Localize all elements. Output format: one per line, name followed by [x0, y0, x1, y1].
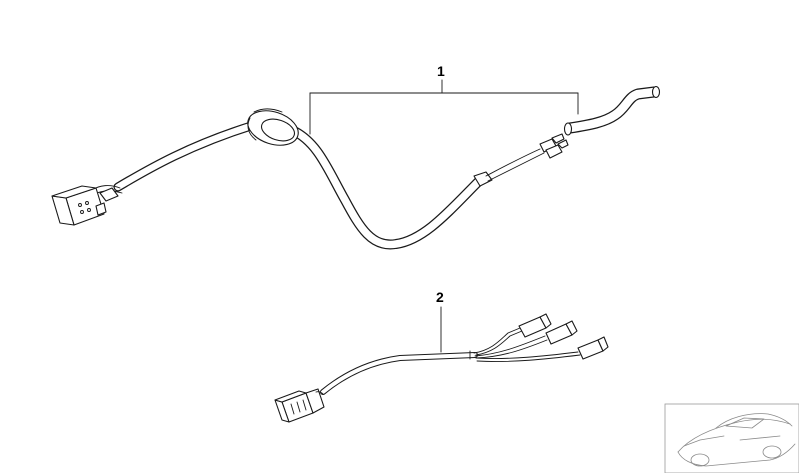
car-silhouette-icon	[677, 413, 796, 467]
part-2-terminal-lower	[577, 336, 609, 360]
part-2-branch-leads	[473, 327, 581, 362]
vehicle-thumbnail[interactable]	[664, 403, 799, 473]
part-1-thin-wires	[485, 148, 545, 182]
part-1-terminals	[539, 133, 569, 159]
part-1-grommet	[247, 108, 299, 146]
part-1-callout-number: 1	[437, 63, 445, 79]
part-1-drain-hose	[563, 85, 661, 136]
part-1-cable-left	[113, 120, 259, 192]
part-2-adapter-harness[interactable]: 2	[274, 289, 609, 423]
part-1-callout-bracket	[309, 79, 579, 135]
part-2-connector	[274, 388, 325, 423]
part-2-terminal-upper	[518, 313, 552, 338]
part-2-terminal-middle	[545, 320, 578, 345]
part-1-wiring-harness[interactable]: 1	[51, 63, 661, 250]
part-2-cable	[320, 350, 478, 395]
vehicle-thumbnail-frame	[664, 403, 799, 473]
part-2-callout-number: 2	[436, 289, 444, 305]
part-1-cable-loop	[287, 125, 493, 250]
part-1-connector	[51, 185, 123, 226]
